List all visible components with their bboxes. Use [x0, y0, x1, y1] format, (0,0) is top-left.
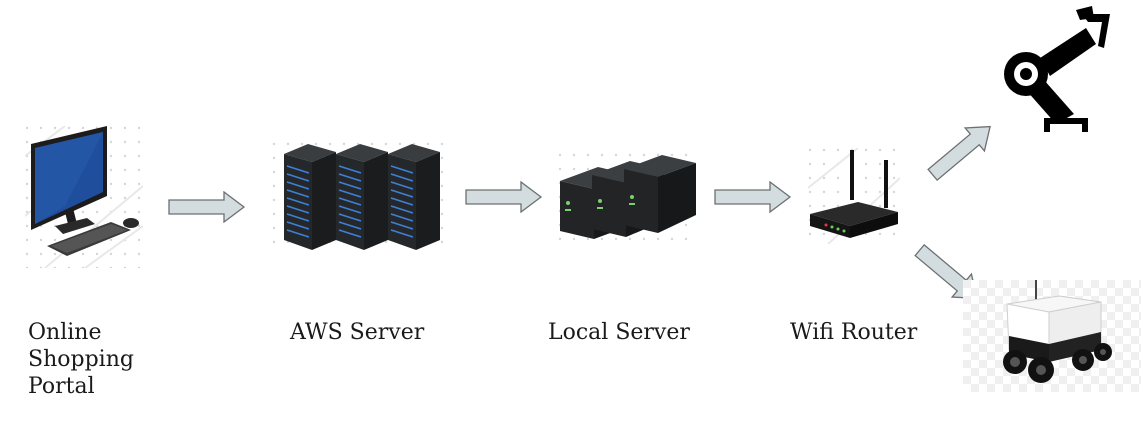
arrow-router-to-robot-arm: [927, 125, 991, 182]
desktop-computer-icon: [24, 125, 144, 269]
label-aws-server: AWS Server: [290, 319, 424, 346]
label-local-server: Local Server: [548, 319, 690, 346]
wifi-router-icon: [807, 147, 901, 245]
delivery-robot-icon: [963, 280, 1141, 392]
arrow-aws-to-local: [465, 181, 543, 213]
robot-arm-icon: [1004, 6, 1110, 132]
label-online-shopping-portal: Online Shopping Portal: [28, 319, 134, 400]
node-wifi-router: [807, 147, 901, 245]
label-line: Online: [28, 320, 102, 345]
node-aws-server: [272, 142, 447, 252]
node-delivery-robot: [963, 280, 1141, 392]
node-robot-arm: [1004, 6, 1116, 134]
node-online-shopping-portal: [24, 125, 144, 269]
label-line: Wifi Router: [790, 320, 918, 345]
label-line: AWS Server: [290, 320, 425, 345]
label-line: Portal: [28, 374, 95, 399]
arrow-portal-to-aws: [168, 191, 246, 223]
label-line: Shopping: [28, 347, 134, 372]
label-line: Local Server: [548, 320, 690, 345]
node-local-server: [558, 153, 698, 241]
arrow-local-to-router: [714, 181, 792, 213]
server-rack-icon: [272, 142, 447, 252]
label-wifi-router: Wifi Router: [790, 319, 917, 346]
local-server-icon: [558, 153, 698, 241]
